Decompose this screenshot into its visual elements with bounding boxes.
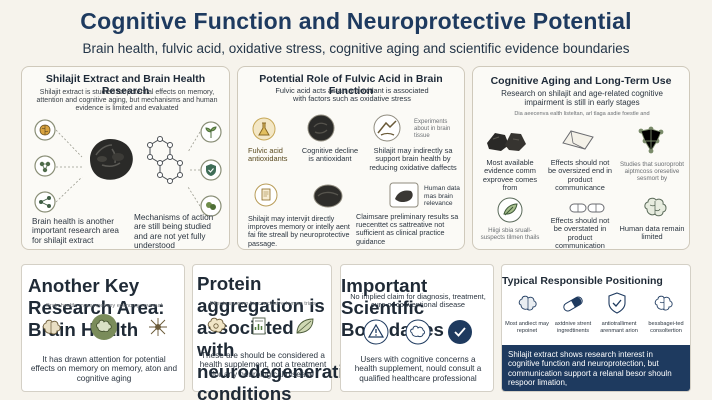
brain-outline-icon	[644, 197, 667, 217]
studies-label: Studies that suoroprobt aiptmcoss oreset…	[620, 161, 684, 183]
check-circle-icon	[448, 320, 472, 344]
resin-sample-image	[313, 184, 343, 208]
leaf-circle-icon	[497, 197, 523, 223]
neuron-icon	[149, 318, 167, 336]
brain-circle-icon	[405, 319, 431, 345]
molecule-icon	[34, 155, 56, 177]
shield-icon	[200, 159, 222, 181]
panel-intro: Fulvic acid acts as an antioxidant is as…	[275, 86, 429, 104]
resin-fragment-image	[389, 182, 419, 208]
positioning-label-2: axtdnive strent ingredtinents	[554, 321, 592, 334]
panel-title: Cognitive Aging and Long-Term Use	[490, 75, 672, 87]
card-tiny-note: Effects snug no for conclusive human tri…	[209, 301, 317, 307]
positioning-label-1: Most andiect may repoinet	[505, 321, 549, 334]
capsule-icon	[563, 296, 583, 312]
report-icon	[252, 317, 266, 335]
leaves-icon	[296, 318, 314, 334]
warning-icon	[363, 319, 389, 345]
card-title: Another Key Research Area: Brain Health	[28, 275, 165, 340]
card-text: Users with cognitive concerns a health s…	[354, 355, 482, 383]
panel-title: Potential Role of Fulvic Acid in Brain F…	[259, 73, 443, 97]
leaf-cluster-icon	[200, 195, 222, 217]
card-tiny-note: Brain health, mossomensoy eocnomy sovema…	[46, 303, 162, 309]
human-data-limited-label: Human data remain limited	[619, 224, 685, 242]
card-title: Typical Responsible Positioning	[502, 275, 663, 287]
positioning-label-3: antiotralliment arenmant arion	[600, 321, 638, 334]
brain-tissue-note: Experiments about in brain tissue	[414, 119, 451, 139]
positioning-banner: Shilajit extract shows research interest…	[502, 345, 690, 391]
tablet-icon	[562, 130, 594, 150]
page-subtitle: Brain health, fulvic acid, oxidative str…	[82, 41, 630, 56]
positioning-label-4: bessbagei-ted consoltertion	[648, 321, 684, 334]
indirect-support-label: Shilajit may indirectly sa support brain…	[369, 146, 457, 172]
card-scientific-boundaries: Important Scientific Boundaries No impli…	[340, 264, 494, 392]
black-resin-image	[307, 114, 335, 142]
card-protein-aggregation: Protein aggregation is associated with n…	[192, 264, 364, 400]
molecular-structure-icon	[147, 136, 183, 184]
brain-icon	[518, 295, 537, 311]
human-data-label: Human data mas brain relevance	[424, 185, 460, 208]
sprout-icon	[200, 121, 222, 143]
brain-health-note: Brain health is another important resear…	[32, 217, 119, 245]
brain-network-icon	[638, 126, 664, 154]
shield-check-icon	[608, 292, 626, 314]
card-brain-health: Another Key Research Area: Brain Health …	[21, 264, 185, 392]
mechanism-note: Mechanisms of action are still being stu…	[134, 213, 214, 251]
document-icon	[254, 183, 278, 207]
panel-fulvic-acid: Potential Role of Fulvic Acid in Brain F…	[237, 66, 465, 250]
effects-overstated-label: Effects should not be overstated in prod…	[550, 216, 610, 251]
panel-tiny-note: Dia aeecenva ealth listeltan, arl tlaga …	[514, 111, 650, 117]
resin-pieces-image	[487, 133, 526, 151]
cognitive-decline-label: Cognitive decline is antioxidant	[301, 146, 359, 164]
shilajit-resin-image	[90, 139, 133, 180]
panel-intro: Shilajit extract is studied for potentia…	[36, 89, 218, 112]
brain-highlight-icon	[91, 314, 117, 340]
card-responsible-positioning: Typical Responsible Positioning Most and…	[501, 264, 691, 392]
evidence-source-label: Most available evidence comm exprovee co…	[482, 158, 538, 193]
page-title: Cognitive Function and Neuroprotective P…	[80, 8, 632, 34]
brain-gear-icon	[207, 317, 226, 333]
effects-oversized-label: Effects should not be oversized end in p…	[547, 158, 613, 193]
fulvic-acid-label: Fulvic acid antioxidants	[248, 146, 288, 164]
card-text: These are should be considered a health …	[199, 351, 327, 379]
connector-lines	[56, 129, 200, 207]
banner-text: Shilajit extract shows research interest…	[508, 350, 672, 388]
small-trials-label: Hiigi sbia sruall- suspects tilmen thail…	[480, 227, 540, 242]
panel-title: Shilajit Extract and Brain Health Resear…	[45, 73, 206, 97]
network-icon	[34, 191, 56, 213]
herb-icon	[373, 114, 401, 142]
panel-cognitive-aging: Cognitive Aging and Long-Term Use Resear…	[472, 66, 690, 250]
brain-icon	[34, 119, 56, 141]
brain-outline-icon	[654, 295, 673, 311]
card-subtitle: No implied claim for diagnosis, treatmen…	[350, 292, 486, 310]
panel-intro: Research on shilajit and age-related cog…	[501, 89, 663, 107]
capsules-icon	[569, 203, 605, 213]
card-text: It has drawn attention for potential eff…	[30, 355, 178, 383]
brain-icon	[42, 319, 61, 335]
flask-icon	[252, 117, 276, 141]
preliminary-results-note: Claimsare preliminary results sa ruecent…	[356, 212, 459, 246]
indirect-claim-note: Shilajit may intervjit directly improves…	[248, 214, 350, 248]
panel-brain-health-research: Shilajit Extract and Brain Health Resear…	[21, 66, 230, 250]
